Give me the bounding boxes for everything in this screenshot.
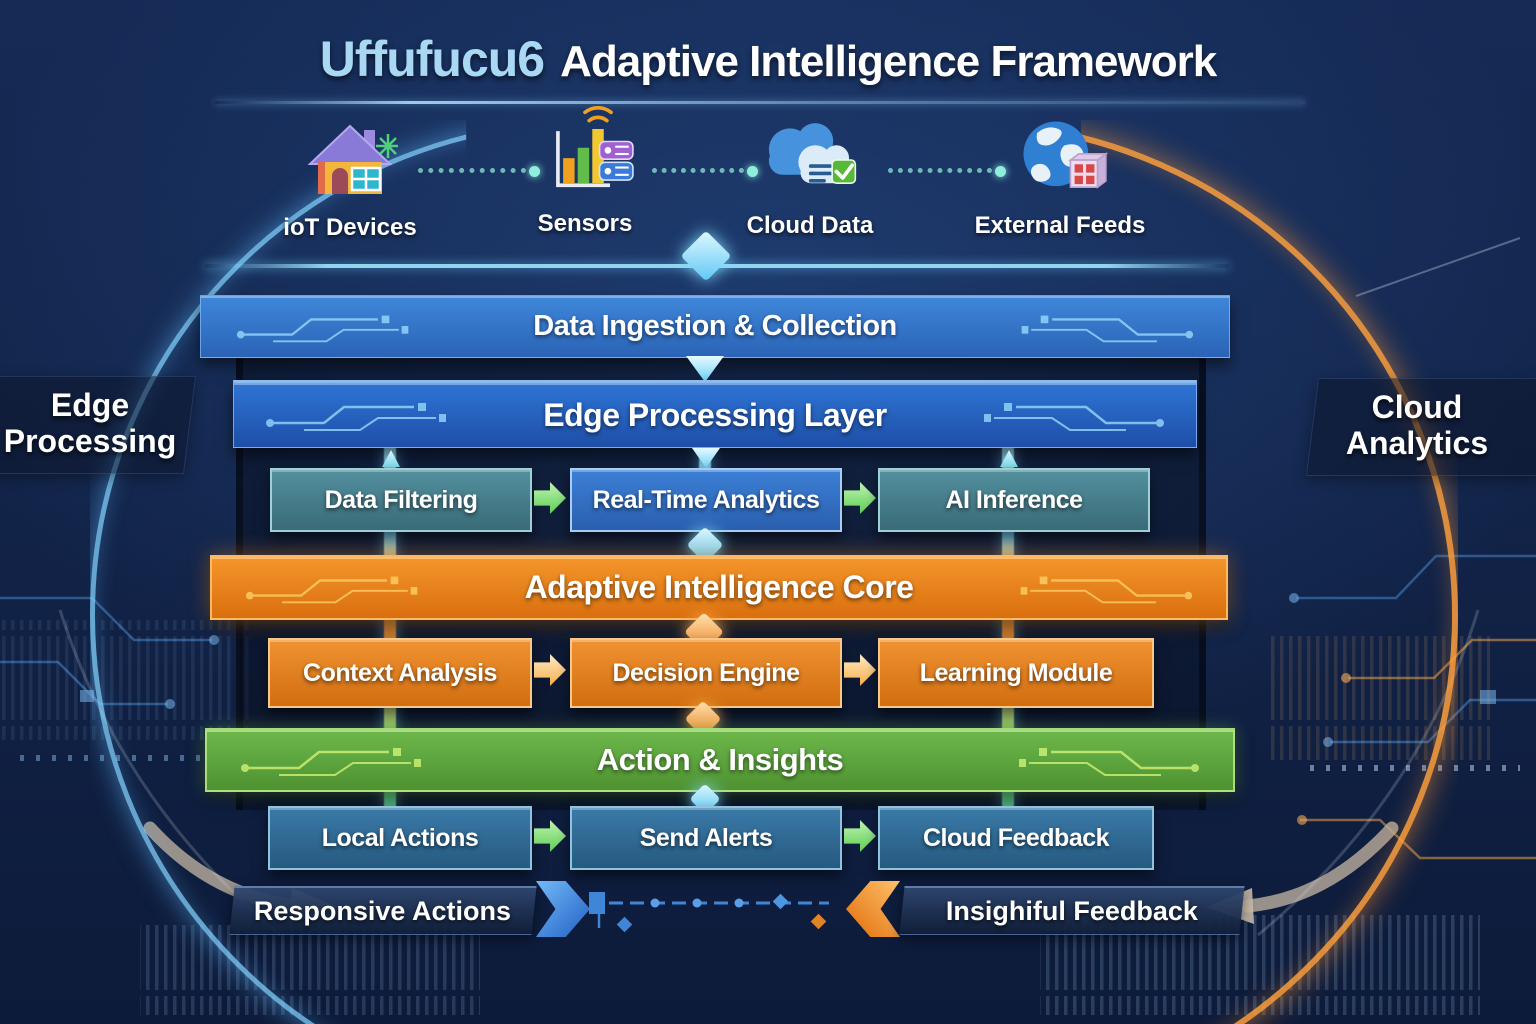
module-label: Real-Time Analytics [592, 485, 820, 514]
layer-edge-processing: Edge Processing Layer [233, 380, 1197, 448]
module-label: Learning Module [919, 658, 1113, 687]
globe-icon [1008, 110, 1112, 206]
title-divider [215, 101, 1305, 104]
module-local-actions: Local Actions [268, 806, 532, 870]
left-chevron-icon [846, 881, 900, 937]
data-flow-column [384, 445, 396, 810]
outcome-responsive-actions: Responsive Actions [229, 886, 537, 935]
house-icon [298, 112, 402, 208]
footer-circuit-decor [589, 892, 829, 933]
page-title: Uffufucu6 Adaptive Intelligence Framewor… [0, 30, 1536, 88]
flow-arrow-right-icon [844, 820, 876, 852]
framework-title: Adaptive Intelligence Framework [560, 37, 1217, 86]
layer-adaptive-core: Adaptive Intelligence Core [210, 555, 1228, 620]
layer-label: Action & Insights [596, 742, 844, 777]
module-context-analysis: Context Analysis [268, 638, 532, 708]
outcome-insightful-feedback: Insighiful Feedback [899, 886, 1245, 935]
layer-data-ingestion: Data Ingestion & Collection [200, 295, 1230, 358]
layer-label: Data Ingestion & Collection [533, 310, 897, 342]
module-label: Cloud Feedback [922, 823, 1110, 852]
dotted-connector [888, 166, 1006, 177]
module-real-time-analytics: Real-Time Analytics [570, 468, 842, 532]
flow-arrow-right-icon [534, 820, 566, 852]
outcome-label: Insighiful Feedback [945, 895, 1198, 926]
module-label: Decision Engine [612, 658, 800, 687]
module-decision-engine: Decision Engine [570, 638, 842, 708]
layer-label: Edge Processing Layer [543, 396, 887, 433]
layer-label: Adaptive Intelligence Core [524, 569, 914, 605]
module-label: Local Actions [321, 823, 479, 852]
source-cloud-data: Cloud Data [715, 110, 905, 240]
module-label: Send Alerts [639, 823, 773, 852]
side-label-edge-processing: Edge Processing [3, 387, 177, 459]
module-label: AI Inference [945, 485, 1083, 514]
source-label: External Feeds [974, 212, 1146, 239]
sensor-chart-icon [535, 105, 635, 204]
module-ai-inference: AI Inference [878, 468, 1150, 532]
module-learning-module: Learning Module [878, 638, 1154, 708]
source-iot-devices: ioT Devices [255, 112, 445, 242]
module-data-filtering: Data Filtering [270, 468, 532, 532]
source-label: Sensors [537, 210, 633, 237]
dotted-connector [418, 166, 540, 177]
source-label: Cloud Data [746, 212, 874, 239]
right-chevron-icon [536, 881, 590, 937]
source-external-feeds: External Feeds [965, 110, 1155, 240]
module-label: Data Filtering [324, 485, 478, 514]
dotted-connector [652, 166, 758, 177]
source-sensors: Sensors [490, 105, 680, 238]
side-label-cloud-analytics: Cloud Analytics [1345, 389, 1489, 461]
module-cloud-feedback: Cloud Feedback [878, 806, 1154, 870]
source-label: ioT Devices [283, 214, 417, 241]
layer-action-insights: Action & Insights [205, 728, 1235, 792]
module-send-alerts: Send Alerts [570, 806, 842, 870]
data-flow-column [1002, 445, 1014, 810]
module-label: Context Analysis [303, 658, 497, 687]
outcome-label: Responsive Actions [254, 895, 512, 926]
brand-name: Uffufucu6 [319, 31, 545, 87]
cloud-check-icon [752, 110, 868, 206]
